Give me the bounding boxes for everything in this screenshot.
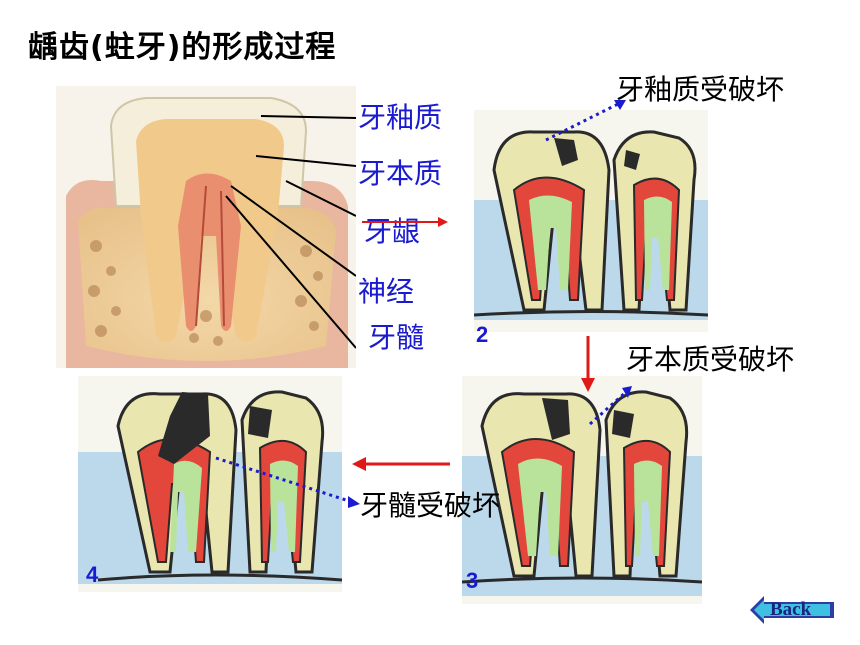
stage-2-dotted-pointer bbox=[545, 100, 626, 142]
stage-4-dotted-pointer bbox=[215, 456, 360, 508]
panel-number-4: 4 bbox=[86, 562, 99, 587]
stage-3-label: 牙本质受破坏 bbox=[626, 343, 795, 376]
panel-number-3: 3 bbox=[466, 568, 479, 593]
teeth-stage-2-illustration bbox=[474, 110, 708, 332]
arrow-stage-2-to-3 bbox=[581, 336, 595, 392]
stage-3-dotted-pointer bbox=[589, 386, 632, 426]
back-button[interactable]: Back bbox=[748, 594, 836, 626]
label-nerve: 神经 bbox=[358, 275, 415, 308]
label-enamel: 牙釉质 bbox=[358, 101, 443, 134]
stage-4-label: 牙髓受破坏 bbox=[360, 489, 501, 522]
arrow-stage-3-to-4 bbox=[352, 457, 450, 471]
label-dentin: 牙本质 bbox=[358, 157, 443, 190]
back-arrow-icon bbox=[750, 596, 834, 624]
label-pulp: 牙髓 bbox=[368, 321, 425, 354]
label-gum: 牙龈 bbox=[364, 215, 421, 248]
teeth-stage-3-illustration bbox=[462, 376, 702, 604]
panel-number-2: 2 bbox=[476, 322, 489, 347]
teeth-stage-4-illustration bbox=[78, 376, 342, 592]
back-button-label: Back bbox=[770, 599, 812, 620]
gum-red-arrow bbox=[362, 217, 448, 227]
page-title: 龋齿(蛀牙)的形成过程 bbox=[28, 30, 337, 65]
tooth-cross-section-illustration bbox=[56, 86, 356, 368]
stage-2-label: 牙釉质受破坏 bbox=[616, 73, 785, 106]
